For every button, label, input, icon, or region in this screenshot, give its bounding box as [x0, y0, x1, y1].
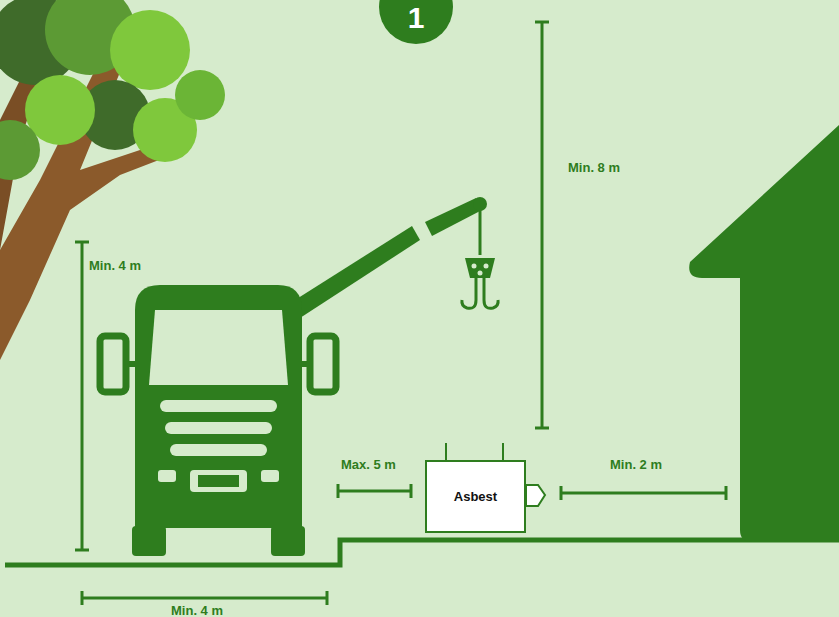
dimension-label: Max. 5 m	[341, 457, 396, 472]
step-badge: 1	[379, 0, 453, 44]
crane	[295, 197, 498, 318]
step-number: 1	[408, 1, 425, 35]
bag-label: Asbest	[454, 489, 497, 504]
dimension-label: Min. 4 m	[89, 258, 141, 273]
dimension-lines	[75, 22, 726, 605]
dimension-label: Min. 8 m	[568, 160, 620, 175]
dimension-label: Min. 4 m	[171, 603, 223, 617]
asbestos-bag: Asbest	[425, 460, 526, 533]
truck	[100, 285, 336, 556]
house	[689, 125, 839, 542]
ground-line	[5, 540, 839, 565]
dimension-label: Min. 2 m	[610, 457, 662, 472]
